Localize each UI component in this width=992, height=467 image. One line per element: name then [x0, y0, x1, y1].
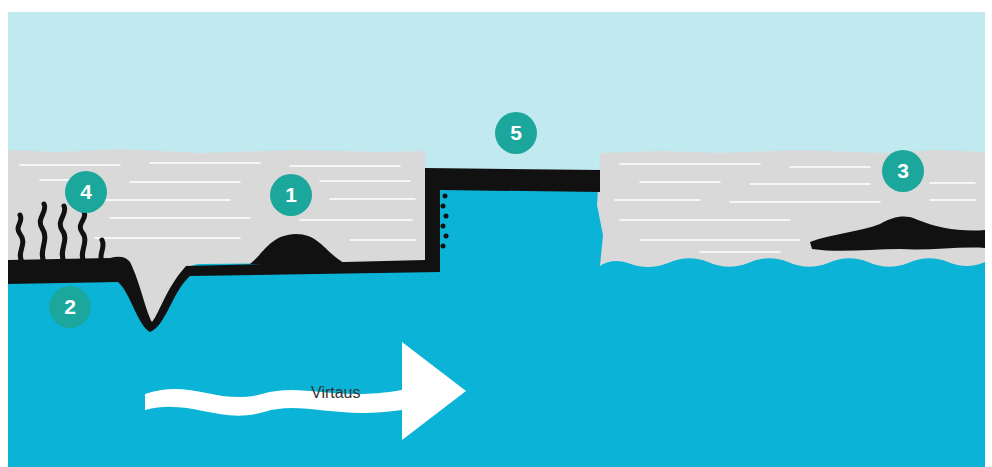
callout-number: 1 [270, 174, 312, 216]
current-arrow [145, 342, 466, 440]
callout-number: 3 [882, 150, 924, 192]
oil-droplets [158, 194, 449, 321]
sky [8, 12, 985, 467]
callout-number: 2 [49, 286, 91, 328]
callout-number: 4 [65, 171, 107, 213]
current-label: Virtaus [311, 384, 361, 402]
brine-channel-oil [18, 204, 103, 262]
right-ice-floe [597, 150, 985, 267]
oil [8, 168, 985, 332]
callout-number: 5 [495, 112, 537, 154]
